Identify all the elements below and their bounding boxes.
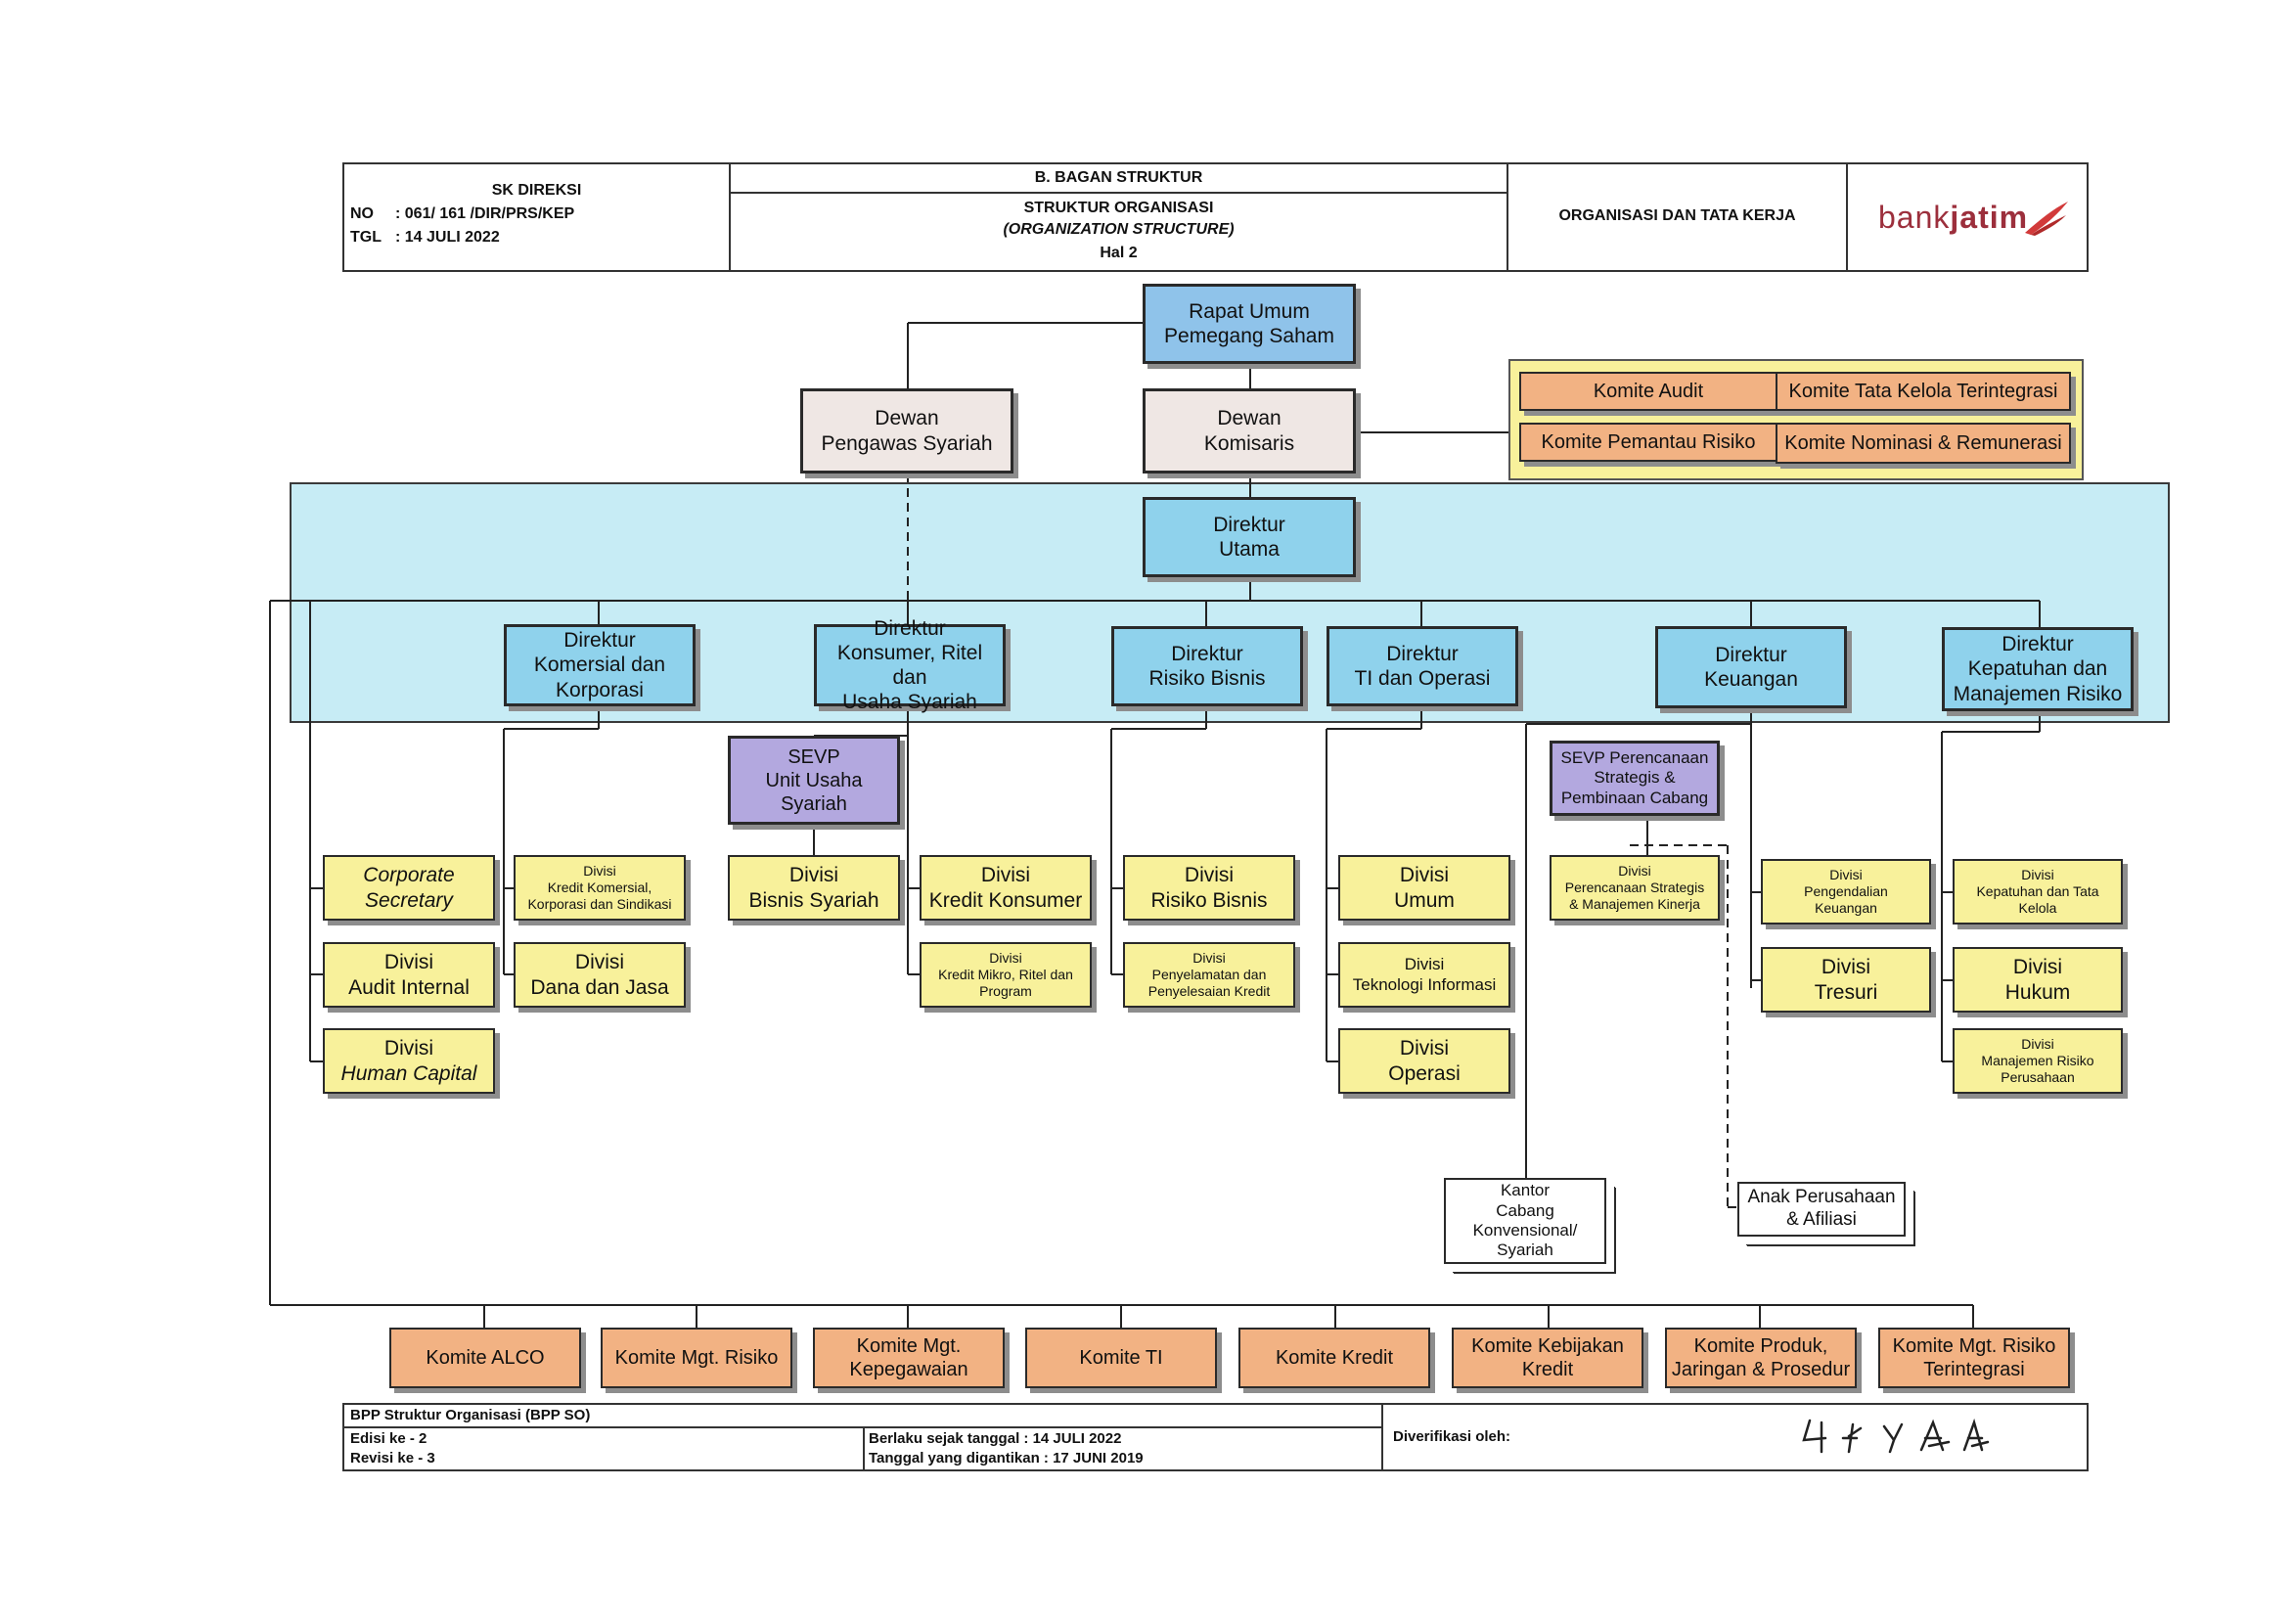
- footer-verifikasi: Diverifikasi oleh:: [1393, 1428, 1511, 1445]
- page-number: Hal 2: [1100, 245, 1138, 261]
- logo-text-bank: bank: [1878, 200, 1951, 235]
- komite-produk-box: Komite Produk, Jaringan & Prosedur: [1665, 1328, 1857, 1388]
- komite-kebijakan-kredit-box: Komite Kebijakan Kredit: [1452, 1328, 1643, 1388]
- direktur-kepatuhan-box: Direktur Kepatuhan dan Manajemen Risiko: [1942, 627, 2134, 711]
- komite-mgt-kepegawaian-box: Komite Mgt. Kepegawaian: [813, 1328, 1005, 1388]
- divisi-audit-internal-box: Divisi Audit Internal: [323, 942, 495, 1008]
- dewan-komisaris-box: Dewan Komisaris: [1143, 388, 1356, 474]
- hc-label-human-capital: Human Capital: [340, 1061, 477, 1085]
- divisi-dana-jasa-box: Divisi Dana dan Jasa: [514, 942, 686, 1008]
- section-title: B. BAGAN STRUKTUR: [1034, 169, 1203, 186]
- komite-pemantau-risiko-box: Komite Pemantau Risiko: [1519, 423, 1777, 462]
- divisi-kredit-mikro-box: Divisi Kredit Mikro, Ritel dan Program: [920, 942, 1092, 1008]
- divisi-bisnis-syariah-box: Divisi Bisnis Syariah: [728, 855, 900, 921]
- sk-no-value: : 061/ 161 /DIR/PRS/KEP: [395, 205, 575, 222]
- divisi-hukum-box: Divisi Hukum: [1953, 947, 2123, 1013]
- divisi-kredit-konsumer-box: Divisi Kredit Konsumer: [920, 855, 1092, 921]
- divisi-risiko-bisnis-box: Divisi Risiko Bisnis: [1123, 855, 1295, 921]
- komite-ti-box: Komite TI: [1025, 1328, 1217, 1388]
- verification-signature: [1802, 1418, 1990, 1454]
- corporate-secretary-box: Corporate Secretary: [323, 855, 495, 921]
- footer-edisi: Edisi ke - 2: [350, 1430, 427, 1447]
- struct-title: STRUKTUR ORGANISASI: [1023, 200, 1214, 216]
- komite-nominasi-box: Komite Nominasi & Remunerasi: [1776, 423, 2071, 464]
- header-structure-cell: B. BAGAN STRUKTUR STRUKTUR ORGANISASI (O…: [731, 164, 1508, 270]
- komite-mgt-risiko-box: Komite Mgt. Risiko: [601, 1328, 792, 1388]
- divisi-kredit-komersial-box: Divisi Kredit Komersial, Korporasi dan S…: [514, 855, 686, 921]
- dewan-pengawas-syariah-box: Dewan Pengawas Syariah: [800, 388, 1013, 474]
- komite-audit-box: Komite Audit: [1519, 372, 1777, 411]
- footer-bpp: BPP Struktur Organisasi (BPP SO): [350, 1407, 591, 1423]
- divisi-pengendalian-keuangan-box: Divisi Pengendalian Keuangan: [1761, 859, 1931, 925]
- rups-box: Rapat Umum Pemegang Saham: [1143, 284, 1356, 364]
- komite-tata-kelola-box: Komite Tata Kelola Terintegrasi: [1776, 372, 2071, 411]
- org-title: ORGANISASI DAN TATA KERJA: [1558, 207, 1796, 224]
- direktur-utama-box: Direktur Utama: [1143, 497, 1356, 577]
- footer-table: BPP Struktur Organisasi (BPP SO) Edisi k…: [342, 1403, 2089, 1471]
- sk-title: SK DIREKSI: [491, 182, 582, 199]
- komite-mgt-risiko-terintegrasi-box: Komite Mgt. Risiko Terintegrasi: [1878, 1328, 2070, 1388]
- komite-kredit-box: Komite Kredit: [1238, 1328, 1430, 1388]
- anak-perusahaan-box: Anak Perusahaan & Afiliasi: [1737, 1182, 1906, 1237]
- divisi-penyelamatan-kredit-box: Divisi Penyelamatan dan Penyelesaian Kre…: [1123, 942, 1295, 1008]
- divisi-tresuri-box: Divisi Tresuri: [1761, 947, 1931, 1013]
- direktur-ti-operasi-box: Direktur TI dan Operasi: [1327, 626, 1518, 706]
- divisi-kepatuhan-box: Divisi Kepatuhan dan Tata Kelola: [1953, 859, 2123, 925]
- direktur-keuangan-box: Direktur Keuangan: [1655, 626, 1847, 708]
- footer-berlaku: Berlaku sejak tanggal : 14 JULI 2022: [869, 1430, 1122, 1447]
- divisi-operasi-box: Divisi Operasi: [1338, 1028, 1510, 1094]
- divisi-teknologi-informasi-box: Divisi Teknologi Informasi: [1338, 942, 1510, 1008]
- divisi-perencanaan-strategis-box: Divisi Perencanaan Strategis & Manajemen…: [1550, 855, 1720, 921]
- direktur-konsumer-box: Direktur Konsumer, Ritel dan Usaha Syari…: [814, 617, 1006, 713]
- komite-alco-box: Komite ALCO: [389, 1328, 581, 1388]
- logo-wing-icon: [2025, 202, 2068, 236]
- header-table: SK DIREKSI NO : 061/ 161 /DIR/PRS/KEP TG…: [342, 162, 2089, 272]
- hc-label-divisi: Divisi: [383, 1037, 434, 1060]
- sevp-unit-usaha-syariah-box: SEVP Unit Usaha Syariah: [728, 736, 900, 825]
- divisi-umum-box: Divisi Umum: [1338, 855, 1510, 921]
- footer-revisi: Revisi ke - 3: [350, 1450, 435, 1466]
- footer-diganti: Tanggal yang digantikan : 17 JUNI 2019: [869, 1450, 1144, 1466]
- struct-subtitle: (ORGANIZATION STRUCTURE): [1003, 221, 1235, 238]
- sk-no-label: NO: [350, 205, 374, 222]
- sevp-perencanaan-strategis-box: SEVP Perencanaan Strategis & Pembinaan C…: [1550, 741, 1720, 816]
- sk-tgl-value: : 14 JULI 2022: [395, 229, 500, 246]
- logo-text-jatim: jatim: [1950, 200, 2029, 235]
- divisi-manajemen-risiko-box: Divisi Manajemen Risiko Perusahaan: [1953, 1028, 2123, 1094]
- kantor-cabang-box: Kantor Cabang Konvensional/ Syariah: [1444, 1178, 1606, 1264]
- header-sk-cell: SK DIREKSI NO : 061/ 161 /DIR/PRS/KEP TG…: [344, 164, 731, 270]
- sk-tgl-label: TGL: [350, 229, 382, 246]
- bankjatim-logo: bankjatim: [1878, 200, 2028, 236]
- direktur-komersial-box: Direktur Komersial dan Korporasi: [504, 624, 696, 706]
- direktur-risiko-bisnis-box: Direktur Risiko Bisnis: [1111, 626, 1303, 706]
- header-org-cell: ORGANISASI DAN TATA KERJA: [1508, 164, 1848, 270]
